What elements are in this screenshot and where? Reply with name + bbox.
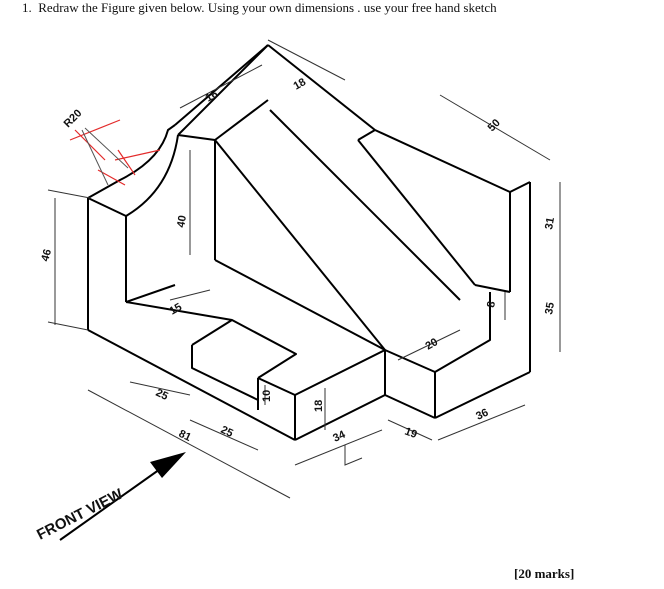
object-outline xyxy=(87,44,531,441)
front-view-label: FRONT VIEW xyxy=(34,485,126,543)
top-inner-2 xyxy=(214,99,269,141)
dim-15: 15 xyxy=(168,301,185,318)
top-back-edge xyxy=(177,44,269,136)
question-text: Redraw the Figure given below. Using you… xyxy=(38,0,497,15)
slot-top xyxy=(191,319,297,379)
dim-46: 46 xyxy=(39,248,54,263)
base-top-2 xyxy=(125,284,176,303)
arch-curve-front xyxy=(125,134,179,217)
radius-label: R20 xyxy=(62,107,85,130)
marks-label: [20 marks] xyxy=(514,566,575,581)
slot-back xyxy=(257,349,386,396)
dim-31: 31 xyxy=(543,216,557,230)
dim-50: 50 xyxy=(486,117,503,134)
dim-25-right: 25 xyxy=(219,424,235,440)
base-right-edge xyxy=(294,394,386,441)
question-line: 1. Redraw the Figure given below. Using … xyxy=(22,0,497,16)
right-top-edge xyxy=(374,129,531,193)
left-wall-front-top xyxy=(87,197,127,217)
dim-20: 20 xyxy=(424,336,441,353)
dim-16: 16 xyxy=(204,88,221,105)
dim-8: 8 xyxy=(485,300,498,308)
dim-18-side: 18 xyxy=(313,400,325,412)
top-inner-1 xyxy=(177,134,216,141)
slot-left xyxy=(191,345,259,401)
back-wall-bottom xyxy=(214,259,386,351)
bottom-center-edge xyxy=(384,394,436,419)
dim-40: 40 xyxy=(175,214,189,228)
incline-edge-2 xyxy=(269,109,461,301)
front-view-arrow xyxy=(59,452,186,541)
right-incline xyxy=(357,139,476,286)
dim-18-top: 18 xyxy=(292,76,309,93)
left-wall-top xyxy=(87,124,176,199)
right-incline-top xyxy=(357,129,376,141)
radius-leader xyxy=(81,127,129,186)
dim-81: 81 xyxy=(177,428,193,444)
top-right-edge xyxy=(267,44,376,131)
bottom-right-edge xyxy=(434,371,531,419)
radius-center-marks xyxy=(69,119,161,186)
step-front xyxy=(384,292,491,373)
incline-edge-1 xyxy=(214,139,386,351)
dim-10: 10 xyxy=(261,390,273,402)
dim-25-left: 25 xyxy=(154,387,170,403)
dim-35: 35 xyxy=(543,301,557,315)
question-number: 1. xyxy=(22,0,32,15)
base-top-1 xyxy=(125,301,233,321)
dimension-lines xyxy=(47,39,561,499)
dim-36: 36 xyxy=(474,407,490,423)
step-top xyxy=(474,284,511,293)
dim-34: 34 xyxy=(331,428,348,444)
top-back-edge-2 xyxy=(174,44,269,126)
dim-19: 19 xyxy=(403,426,419,441)
base-front-edge xyxy=(87,329,296,441)
